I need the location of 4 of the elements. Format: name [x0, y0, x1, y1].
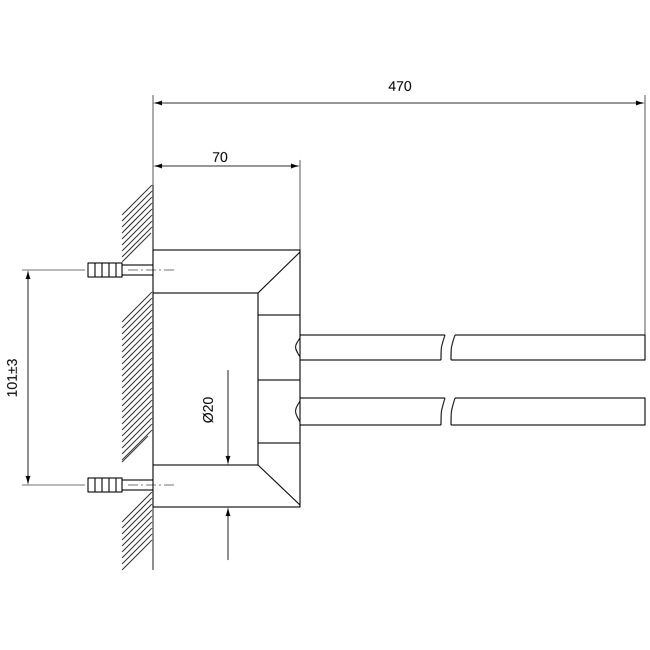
dimension-label: 70	[212, 152, 228, 162]
dimension-label: 470	[388, 81, 412, 91]
dimension-label: Ø20	[202, 397, 214, 423]
dimension-label: 101±3	[7, 359, 17, 396]
